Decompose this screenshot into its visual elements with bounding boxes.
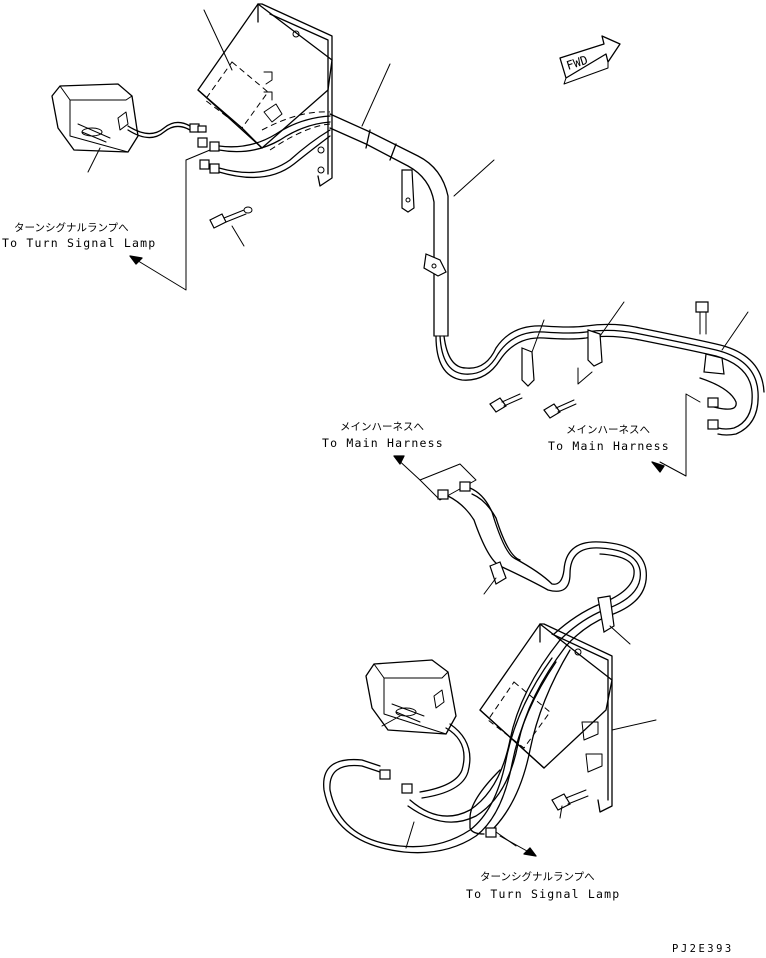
lower-turn-signal-lamp (365, 659, 457, 735)
upper-turn-signal-callout: ターンシグナルランプへ To Turn Signal Lamp (2, 221, 156, 250)
upper-turn-signal-lamp (51, 83, 139, 153)
lower-turn-signal-label-jp: ターンシグナルランプへ (480, 870, 595, 883)
bolt-icons (209, 206, 709, 811)
upper-lamp-pigtail (127, 121, 207, 139)
upper-turn-signal-label-en: To Turn Signal Lamp (2, 236, 156, 250)
long-harness (435, 323, 765, 436)
right-main-harness-callout: メインハーネスへ To Main Harness (548, 424, 670, 453)
upper-harness (218, 111, 331, 179)
fwd-label: FWD (565, 53, 590, 73)
long-harness-clamps (521, 329, 725, 387)
upper-lamp-housing (197, 3, 333, 149)
lower-turn-signal-arrow (499, 835, 537, 857)
right-connectors (659, 393, 719, 477)
lower-harness (447, 487, 647, 647)
upper-turn-signal-arrow (129, 149, 211, 291)
fwd-direction-arrow: FWD (559, 35, 621, 85)
left-main-harness-label-en: To Main Harness (322, 436, 444, 450)
lower-turn-signal-callout: ターンシグナルランプへ To Turn Signal Lamp (466, 870, 620, 901)
lower-lamp-pigtail (379, 723, 471, 799)
left-main-harness-callout: メインハーネスへ To Main Harness (322, 421, 444, 450)
lower-main-harness-connectors (393, 455, 477, 501)
lower-inner-harness (323, 639, 571, 854)
upper-mounting-bracket (257, 3, 333, 187)
lower-leader-lines (381, 577, 657, 849)
lower-harness-clamps (489, 561, 615, 633)
upper-leader-lines (87, 9, 749, 385)
lower-turn-signal-label-en: To Turn Signal Lamp (466, 887, 620, 901)
lower-lamp-housing (479, 623, 613, 769)
right-main-harness-label-jp: メインハーネスへ (566, 424, 650, 436)
upper-connectors (197, 137, 220, 174)
drawing-code: PJ2E393 (672, 943, 734, 955)
right-main-harness-arrow (651, 461, 665, 473)
upper-turn-signal-label-jp: ターンシグナルランプへ (14, 221, 129, 234)
left-main-harness-label-jp: メインハーネスへ (340, 421, 424, 433)
tube-clamps (401, 169, 447, 277)
upper-protective-tube (329, 113, 449, 337)
right-main-harness-label-en: To Main Harness (548, 439, 670, 453)
